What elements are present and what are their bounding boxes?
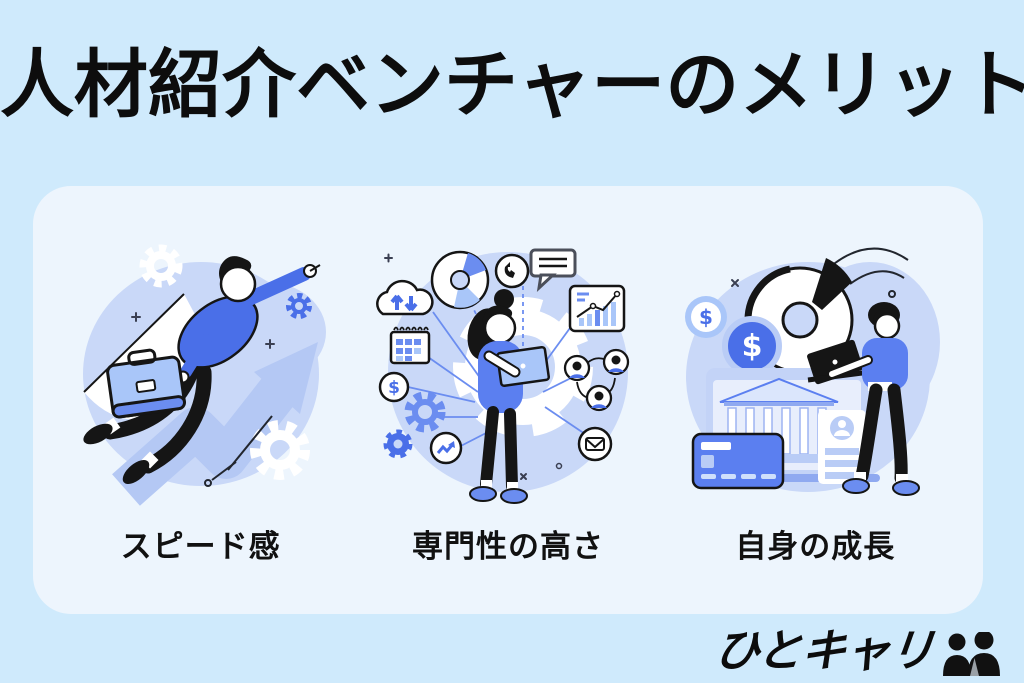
caption-growth: 自身の成長 [735,529,896,564]
people-network-icon [563,348,630,412]
woman-with-laptop [467,289,550,504]
speech-bubble-icon [529,248,577,293]
page-title: 人材紹介ベンチャーのメリット [0,43,1024,126]
caption-speed: スピード感 [120,529,281,564]
speed-arcs [829,247,909,298]
column-expertise: $ [354,222,661,614]
briefcase [105,348,186,419]
calendar-icon [389,326,431,365]
dollar-coin-icon: $ [378,371,410,403]
gear-icon [383,429,413,459]
site-logo: ひとキャリ [712,614,1002,679]
illustration-expertise: $ [376,248,630,504]
logo-gray-wedge [970,658,979,676]
dollar-coin-icon: $ [685,296,728,338]
credit-card [692,432,785,490]
gear-icon [139,244,183,288]
dollar-coin-icon: $ [722,316,783,376]
sparkle [130,312,275,349]
caption-expertise: 専門性の高さ [411,529,604,564]
content-card: スピード感 [33,186,983,614]
gear-icon [285,293,312,319]
two-people-icon [943,632,1000,676]
man-with-laptop [807,302,921,496]
phone-icon [494,253,530,289]
analytics-chart-icon [568,284,626,333]
svg-text:$: $ [388,378,400,398]
column-speed: スピード感 [47,222,354,614]
id-card-panel [818,410,867,484]
envelope-icon [577,426,613,462]
gear-icon [249,420,310,480]
donut-chart-icon [430,250,490,310]
illustration-growth: $ $ [685,247,941,496]
svg-text:$: $ [742,329,763,364]
cloud-upload-icon [376,279,434,316]
sparkle [731,279,740,287]
logo-text: ひとキャリ [712,625,937,676]
illustration-speed [82,244,326,506]
gear-icon [404,391,446,433]
svg-text:$: $ [699,305,713,329]
sparkle [383,253,563,480]
flying-businessman [83,256,321,484]
trend-icon [429,431,463,465]
card-columns: スピード感 [33,186,983,614]
column-growth: $ $ [662,222,969,614]
speed-lines [203,415,273,487]
